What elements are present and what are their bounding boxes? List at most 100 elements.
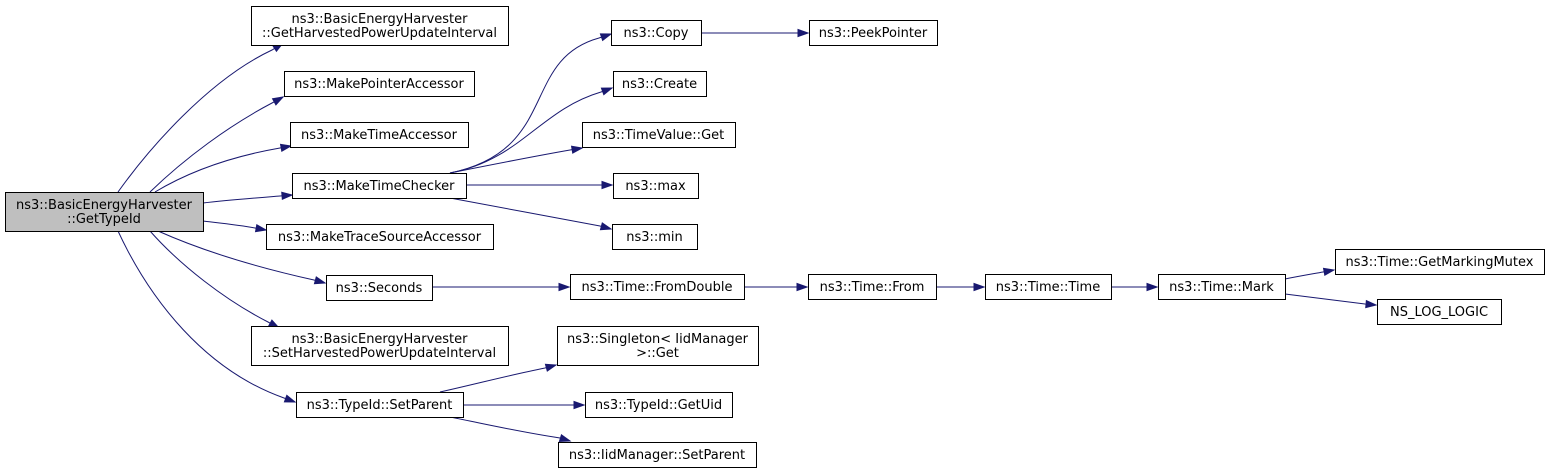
- edge-seconds-to-timeFromDouble: [432, 282, 571, 292]
- node-box: [558, 442, 757, 468]
- node-box: [326, 275, 433, 301]
- node-create[interactable]: ns3::Create: [613, 71, 707, 97]
- node-root[interactable]: ns3::BasicEnergyHarvester::GetTypeId: [5, 192, 204, 232]
- node-label-line: ns3::BasicEnergyHarvester: [292, 12, 469, 27]
- node-label-line: ::GetTypeId: [67, 212, 141, 227]
- arrowhead-icon: [570, 145, 584, 154]
- node-label-line: ns3::Seconds: [336, 281, 423, 296]
- edge-line: [439, 364, 557, 393]
- edge-typeIdSetParent-to-singletonGet: [439, 363, 558, 393]
- edge-copy-to-peekPointer: [701, 28, 810, 38]
- node-makeTimeAccessor[interactable]: ns3::MakeTimeAccessor: [290, 122, 469, 148]
- node-iidSetParent[interactable]: ns3::IidManager::SetParent: [558, 442, 757, 468]
- arrowhead-icon: [573, 400, 586, 410]
- edge-root-to-makeTimeChecker: [202, 191, 294, 204]
- arrowhead-icon: [313, 276, 327, 285]
- edge-line: [449, 33, 612, 174]
- node-box: [296, 392, 464, 418]
- node-timeFromDouble[interactable]: ns3::Time::FromDouble: [570, 274, 745, 300]
- node-box: [570, 274, 745, 300]
- node-label-line: ns3::Time::GetMarkingMutex: [1346, 255, 1534, 270]
- node-timeValueGet[interactable]: ns3::TimeValue::Get: [582, 122, 736, 148]
- arrowhead-icon: [796, 282, 809, 292]
- arrowhead-icon: [281, 191, 294, 201]
- edge-root-to-makeTimeAccessor: [154, 143, 293, 193]
- arrowhead-icon: [1146, 282, 1159, 292]
- edge-makeTimeChecker-to-timeValueGet: [449, 145, 584, 174]
- node-min[interactable]: ns3::min: [612, 224, 698, 250]
- node-box: [1377, 299, 1502, 325]
- node-nsLogLogic[interactable]: NS_LOG_LOGIC: [1377, 299, 1502, 325]
- node-box: [582, 122, 736, 148]
- node-seconds[interactable]: ns3::Seconds: [326, 275, 433, 301]
- node-copy[interactable]: ns3::Copy: [611, 20, 702, 46]
- node-typeIdSetParent[interactable]: ns3::TypeId::SetParent: [296, 392, 464, 418]
- edge-line: [117, 42, 284, 193]
- node-label-line: ::GetHarvestedPowerUpdateInterval: [262, 26, 497, 41]
- node-label-line: ::SetHarvestedPowerUpdateInterval: [263, 346, 496, 361]
- node-makeTimeChecker[interactable]: ns3::MakeTimeChecker: [292, 173, 467, 199]
- node-box: [808, 274, 937, 300]
- arrowhead-icon: [283, 394, 297, 403]
- node-timeMark[interactable]: ns3::Time::Mark: [1158, 274, 1286, 300]
- node-label-line: ns3::MakeTimeChecker: [304, 179, 456, 194]
- node-label-line: ns3::MakePointerAccessor: [294, 77, 464, 92]
- node-box: [251, 326, 509, 366]
- node-label-line: ns3::BasicEnergyHarvester: [16, 198, 193, 213]
- node-box: [613, 71, 707, 97]
- node-label-line: ns3::BasicEnergyHarvester: [292, 332, 469, 347]
- node-timeFrom[interactable]: ns3::Time::From: [808, 274, 937, 300]
- node-max[interactable]: ns3::max: [613, 173, 699, 199]
- arrowhead-icon: [1365, 299, 1378, 309]
- node-label-line: NS_LOG_LOGIC: [1390, 305, 1488, 320]
- node-label-line: ns3::Time::Time: [996, 280, 1100, 295]
- node-peekPointer[interactable]: ns3::PeekPointer: [809, 20, 938, 46]
- nodes-layer: ns3::BasicEnergyHarvester::GetTypeIdns3:…: [5, 6, 1545, 468]
- node-getMarkingMutex[interactable]: ns3::Time::GetMarkingMutex: [1335, 249, 1545, 275]
- node-box: [612, 224, 698, 250]
- node-makePointerAccessor[interactable]: ns3::MakePointerAccessor: [284, 71, 475, 97]
- arrowhead-icon: [279, 143, 293, 153]
- arrowhead-icon: [254, 223, 268, 233]
- edge-line: [117, 230, 296, 403]
- node-box: [585, 392, 733, 418]
- edge-line: [1284, 293, 1377, 306]
- edge-root-to-makePointerAccessor: [149, 96, 285, 193]
- arrowhead-icon: [797, 28, 810, 38]
- edge-typeIdSetParent-to-getUid: [463, 400, 586, 410]
- edge-line: [149, 96, 284, 193]
- node-label-line: ns3::IidManager::SetParent: [569, 448, 745, 463]
- edge-root-to-seconds: [157, 230, 327, 285]
- edge-makeTimeChecker-to-copy: [449, 33, 613, 174]
- node-getHarvestedPowerUpdateInterval[interactable]: ns3::BasicEnergyHarvester::GetHarvestedP…: [251, 6, 509, 46]
- edge-timeMark-to-nsLogLogic: [1284, 293, 1378, 309]
- edge-line: [149, 230, 280, 329]
- edge-line: [449, 147, 583, 174]
- node-label-line: ns3::MakeTraceSourceAccessor: [278, 230, 482, 245]
- edge-line: [154, 145, 292, 193]
- node-getUid[interactable]: ns3::TypeId::GetUid: [585, 392, 733, 418]
- edge-makeTimeChecker-to-max: [465, 180, 614, 190]
- node-timeTime[interactable]: ns3::Time::Time: [985, 274, 1112, 300]
- arrowhead-icon: [601, 180, 614, 190]
- node-label-line: ns3::min: [626, 230, 683, 245]
- node-box: [557, 326, 759, 366]
- edge-makeTimeChecker-to-min: [449, 197, 613, 231]
- arrowhead-icon: [558, 282, 571, 292]
- arrowhead-icon: [599, 33, 613, 42]
- node-label-line: ns3::Time::From: [820, 280, 925, 295]
- node-setHarvestedPowerUpdateInterval[interactable]: ns3::BasicEnergyHarvester::SetHarvestedP…: [251, 326, 509, 366]
- edge-typeIdSetParent-to-iidSetParent: [449, 416, 572, 443]
- node-makeTraceSourceAccessor[interactable]: ns3::MakeTraceSourceAccessor: [266, 224, 494, 250]
- edge-line: [157, 230, 326, 284]
- node-label-line: ns3::max: [625, 179, 686, 194]
- arrowhead-icon: [558, 433, 572, 443]
- edge-line: [202, 220, 267, 231]
- node-box: [292, 173, 467, 199]
- node-box: [611, 20, 702, 46]
- node-singletonGet[interactable]: ns3::Singleton< IidManager>::Get: [557, 326, 759, 366]
- edge-timeTime-to-timeMark: [1111, 282, 1159, 292]
- arrowhead-icon: [1322, 267, 1336, 277]
- edge-line: [1284, 269, 1335, 280]
